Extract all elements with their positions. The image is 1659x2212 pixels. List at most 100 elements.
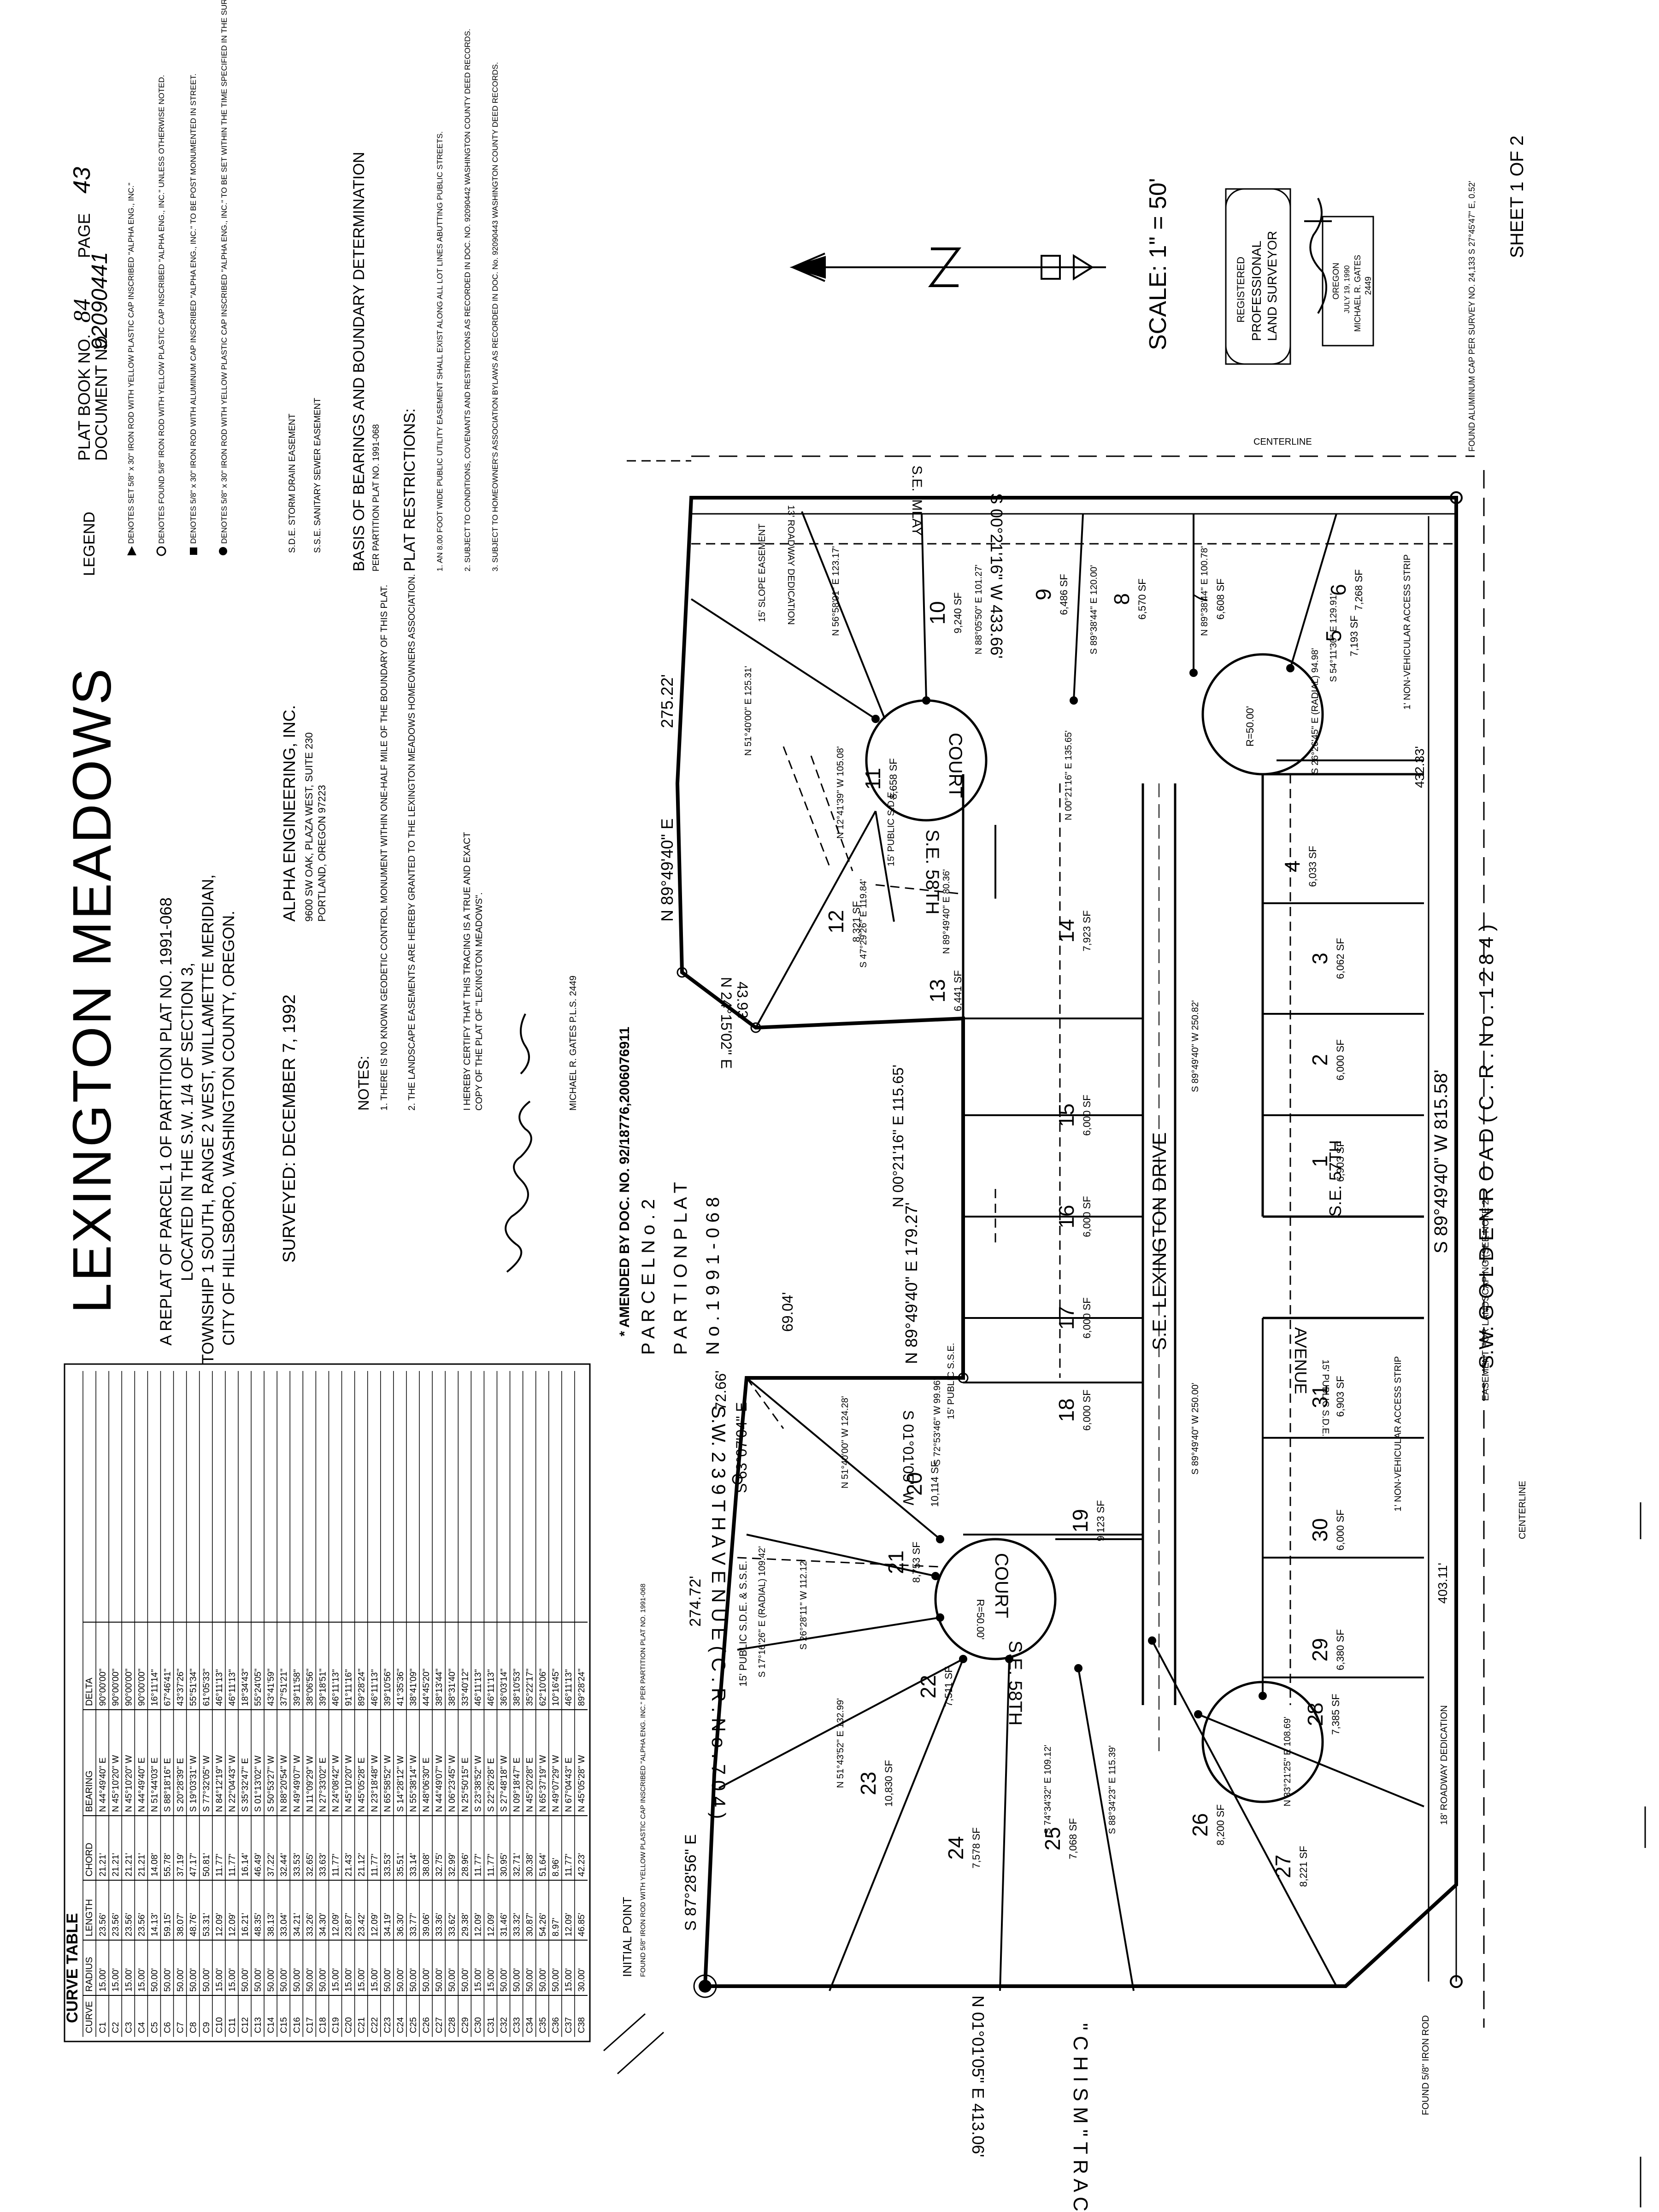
curve-table-cell: N 27°33'02" E bbox=[318, 1758, 328, 1812]
lot-area: 10,114 SF bbox=[929, 1461, 941, 1507]
lot-number: 1 bbox=[1308, 1155, 1332, 1167]
curve-table-cell: 11.77' bbox=[370, 1853, 380, 1877]
curve-table-cell: C9 bbox=[202, 2022, 212, 2033]
curve-table-cell: 90°00'00" bbox=[111, 1669, 121, 1706]
curve-table-cell: 15.00' bbox=[124, 1968, 134, 1992]
curve-table-cell: 50.00' bbox=[422, 1968, 431, 1992]
legend-item-4: DENOTES 5/8" x 30" IRON ROD WITH YELLOW … bbox=[220, 0, 229, 544]
engineer-name: ALPHA ENGINEERING, INC. bbox=[280, 705, 299, 922]
stamp-line-1: REGISTERED bbox=[1235, 257, 1247, 323]
document-label: DOCUMENT NO. bbox=[92, 331, 111, 461]
curve-table-cell: N 49°07'29" W bbox=[551, 1755, 561, 1812]
curve-table-cell: 23.87' bbox=[344, 1913, 354, 1936]
lot-area: 6,000 SF bbox=[1081, 1094, 1093, 1135]
lot-number: 31 bbox=[1308, 1384, 1332, 1408]
surveyed-date: SURVEYED: DECEMBER 7, 1992 bbox=[280, 994, 299, 1263]
curve-table-cell: 32.71' bbox=[512, 1853, 522, 1877]
curve-table-cell: 50.00' bbox=[460, 1968, 470, 1992]
lot-number: 10 bbox=[925, 601, 949, 624]
lot-number: 21 bbox=[884, 1550, 908, 1574]
roadway-dedication-18 bbox=[1428, 516, 1457, 1982]
curve-table-cell: C18 bbox=[318, 2017, 328, 2033]
curve-table-cell: 18°34'43" bbox=[241, 1669, 250, 1706]
curve-table-cell: 33.53' bbox=[383, 1853, 393, 1877]
curve-table-cell: 50.00' bbox=[551, 1968, 561, 1992]
curve-table-cell: C31 bbox=[486, 2017, 496, 2033]
curve-table-cell: N 88°20'54" W bbox=[279, 1755, 289, 1812]
curve-table-cell: 21.12' bbox=[357, 1853, 367, 1877]
bearing-west2: S 63°07'04" E bbox=[733, 1402, 750, 1493]
curve-table-cell: S 14°28'12" W bbox=[396, 1755, 406, 1812]
curve-table-cell: 89°28'24" bbox=[357, 1669, 367, 1706]
curve-table-cell: 33.62' bbox=[447, 1913, 457, 1936]
curve-table-cell: 15.00' bbox=[564, 1968, 574, 1992]
curve-table-cell: 41°35'36" bbox=[396, 1669, 406, 1706]
lot-area: 6,380 SF bbox=[1335, 1629, 1346, 1670]
curve-table-cell: 12.09' bbox=[228, 1913, 237, 1936]
curve-table-cell: 30.00' bbox=[577, 1968, 587, 1992]
curve-table-cell: 42.23' bbox=[577, 1853, 587, 1877]
lot-area: 6,000 SF bbox=[1081, 1389, 1093, 1430]
public-sde-1: 15' PUBLIC S.D.E. bbox=[886, 789, 896, 866]
decorative-ticks bbox=[603, 1502, 1646, 2207]
abbrev-sde: S.D.E. STORM DRAIN EASEMENT bbox=[288, 413, 297, 553]
curve-table-cell: N 22°04'43" W bbox=[228, 1755, 237, 1812]
restriction-1: 1. AN 8.00 FOOT WIDE PUBLIC UTILITY EASE… bbox=[435, 131, 444, 571]
lot-area: 8,221 SF bbox=[1298, 1846, 1309, 1887]
lot-number: 26 bbox=[1188, 1813, 1212, 1836]
curve-table-cell: 50.00' bbox=[305, 1968, 315, 1992]
note-1: 1. THERE IS NO KNOWN GEODETIC CONTROL MO… bbox=[379, 585, 389, 1111]
curve-table-cell: 50.00' bbox=[150, 1968, 159, 1992]
sheet-number: SHEET 1 OF 2 bbox=[1507, 135, 1527, 258]
landscape-easement: EASEMENT FOR LANDSCAPING (SEE NOTE 2) bbox=[1481, 1197, 1491, 1401]
bearing-west3: S 01°01'05" W bbox=[900, 1410, 917, 1506]
south-court-cul-de-sac bbox=[934, 1538, 1057, 1660]
curve-table-cell: 10°16'45" bbox=[551, 1669, 561, 1706]
curve-table-cell: 15.00' bbox=[344, 1968, 354, 1992]
lot-area: 6,000 SF bbox=[1335, 1039, 1346, 1080]
curve-table-cell: 50.00' bbox=[512, 1968, 522, 1992]
lot-number: 12 bbox=[824, 910, 848, 933]
lot-area: 7,068 SF bbox=[1067, 1818, 1079, 1859]
easement-lines bbox=[627, 460, 1456, 1705]
curve-table-cell: 50.00' bbox=[318, 1968, 328, 1992]
curve-table-cell: N 51°44'03" E bbox=[150, 1758, 159, 1812]
lot-number: 29 bbox=[1308, 1638, 1332, 1661]
curve-table-cell: C26 bbox=[422, 2017, 431, 2033]
lot-number: 18 bbox=[1054, 1398, 1078, 1422]
se-57th-avenue bbox=[1261, 773, 1424, 1319]
lot-number: 22 bbox=[916, 1675, 940, 1698]
curve-table-cell: 50.00' bbox=[189, 1968, 199, 1992]
curve-table-cell: 15.00' bbox=[215, 1968, 224, 1992]
curve-table-cell: 12.09' bbox=[215, 1913, 224, 1936]
curve-table-cell: S 23°38'52" W bbox=[473, 1755, 483, 1812]
curve-table-cell: 37.19' bbox=[176, 1853, 186, 1877]
roadway-dedication-13 bbox=[691, 497, 1456, 515]
plat-book-value: 84 bbox=[69, 299, 95, 323]
bearing-5: S 89°49'40" W 250.00' bbox=[1190, 1382, 1200, 1475]
curve-table-cell: N 45°05'28" W bbox=[577, 1755, 587, 1812]
lot-number: 19 bbox=[1068, 1509, 1092, 1532]
lot-area: 9,123 SF bbox=[1095, 1500, 1106, 1541]
curve-table-cell: C4 bbox=[137, 2022, 147, 2033]
curve-table-cell: S 19°03'31" W bbox=[189, 1755, 199, 1812]
curve-table-cell: 21.21' bbox=[98, 1853, 108, 1877]
restriction-3: 3. SUBJECT TO HOMEOWNER'S ASSOCIATION BY… bbox=[491, 62, 500, 571]
curve-table-cell: 11.77' bbox=[215, 1853, 224, 1877]
radius-south: R=50.00' bbox=[975, 1599, 986, 1640]
curve-table-cell: N 23°18'48" W bbox=[370, 1755, 380, 1812]
street-239th: S.W. 2 3 9 T H A V E N U E ( C . R . N o… bbox=[708, 1406, 729, 1819]
monuments bbox=[677, 491, 1463, 1998]
street-avenue: AVENUE bbox=[1291, 1327, 1310, 1394]
curve-table-cell: 46°11'13" bbox=[331, 1669, 341, 1706]
curve-table-cell: C11 bbox=[228, 2018, 237, 2033]
curve-table-cell: C34 bbox=[525, 2017, 535, 2033]
curve-table-cell: C22 bbox=[370, 2017, 380, 2033]
lot-number: 27 bbox=[1271, 1854, 1295, 1878]
legend-item-3: DENOTES 5/8" x 30" IRON ROD WITH ALUMINU… bbox=[189, 74, 198, 544]
lot-number: 7 bbox=[1188, 593, 1212, 605]
title-block: LEXINGTON MEADOWS A REPLAT OF PARCEL 1 O… bbox=[62, 574, 632, 1364]
curve-table-cell: 15.00' bbox=[486, 1968, 496, 1992]
legend-item-2: DENOTES FOUND 5/8" IRON ROD WITH YELLOW … bbox=[157, 75, 166, 544]
